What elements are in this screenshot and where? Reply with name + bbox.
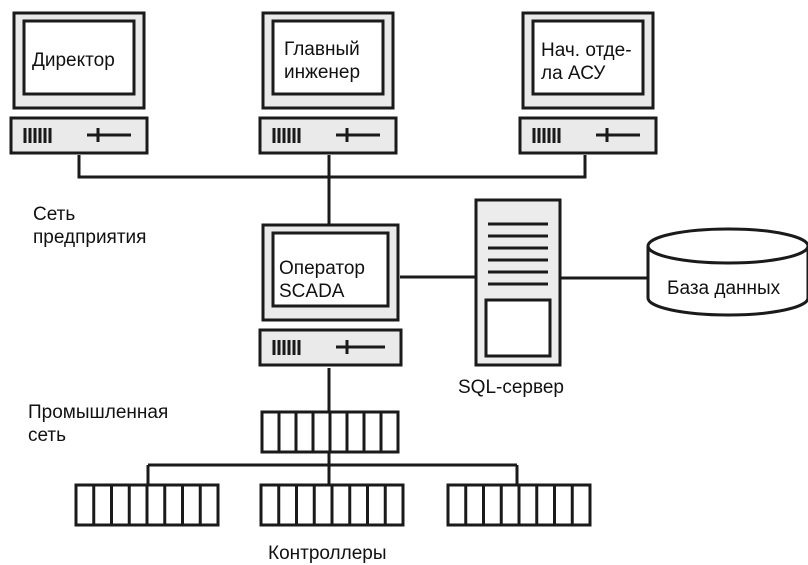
plc-left — [74, 483, 220, 527]
server-drive-bay — [484, 298, 552, 358]
scada-operator-label-line-1: Оператор — [279, 258, 365, 279]
device-shapes — [9, 11, 808, 527]
industrial-network-label: Промышленная сеть — [28, 401, 168, 447]
enterprise-network-label: Сеть предприятия — [33, 203, 146, 249]
director-label-line-1: Директор — [32, 50, 115, 71]
computer-asu-head — [518, 11, 658, 155]
enterprise-network-label-line-1: Сеть — [33, 204, 76, 225]
scada-operator-label: Оператор SCADA — [279, 257, 365, 303]
sql-server-label: SQL-сервер — [458, 377, 564, 398]
database-cylinder — [646, 227, 808, 317]
computer-chief-engineer-screen — [271, 19, 385, 96]
database-top — [646, 227, 808, 265]
chief-engineer-label-line-2: инженер — [284, 62, 361, 83]
asu-head-label: Нач. отде- ла АСУ — [541, 39, 632, 85]
chief-engineer-label-line-1: Главный — [284, 39, 360, 60]
asu-head-label-line-1: Нач. отде- — [541, 40, 632, 61]
connection-lines — [77, 155, 648, 485]
database-label: База данных — [667, 278, 781, 299]
computer-scada-operator-screen — [271, 231, 390, 308]
industrial-network-label-line-2: сеть — [28, 425, 67, 446]
scada-operator-label-line-2: SCADA — [279, 281, 345, 302]
asu-head-label-line-2: ла АСУ — [541, 63, 606, 84]
plc-right — [446, 483, 592, 527]
computer-director — [9, 11, 149, 155]
director-label: Директор — [32, 49, 115, 72]
enterprise-bus-line — [77, 155, 587, 179]
plc-center — [259, 483, 405, 527]
computer-scada-operator — [258, 223, 403, 367]
plc-main — [260, 410, 400, 454]
controllers-label: Контроллеры — [268, 543, 387, 564]
computer-director-screen — [22, 19, 136, 96]
database-body — [646, 246, 808, 317]
computer-asu-head-screen — [531, 19, 645, 96]
server-sql — [474, 198, 562, 367]
enterprise-network-label-line-2: предприятия — [33, 227, 147, 248]
industrial-network-label-line-1: Промышленная — [28, 402, 169, 423]
chief-engineer-label: Главный инженер — [284, 38, 360, 84]
computer-chief-engineer — [258, 11, 398, 155]
